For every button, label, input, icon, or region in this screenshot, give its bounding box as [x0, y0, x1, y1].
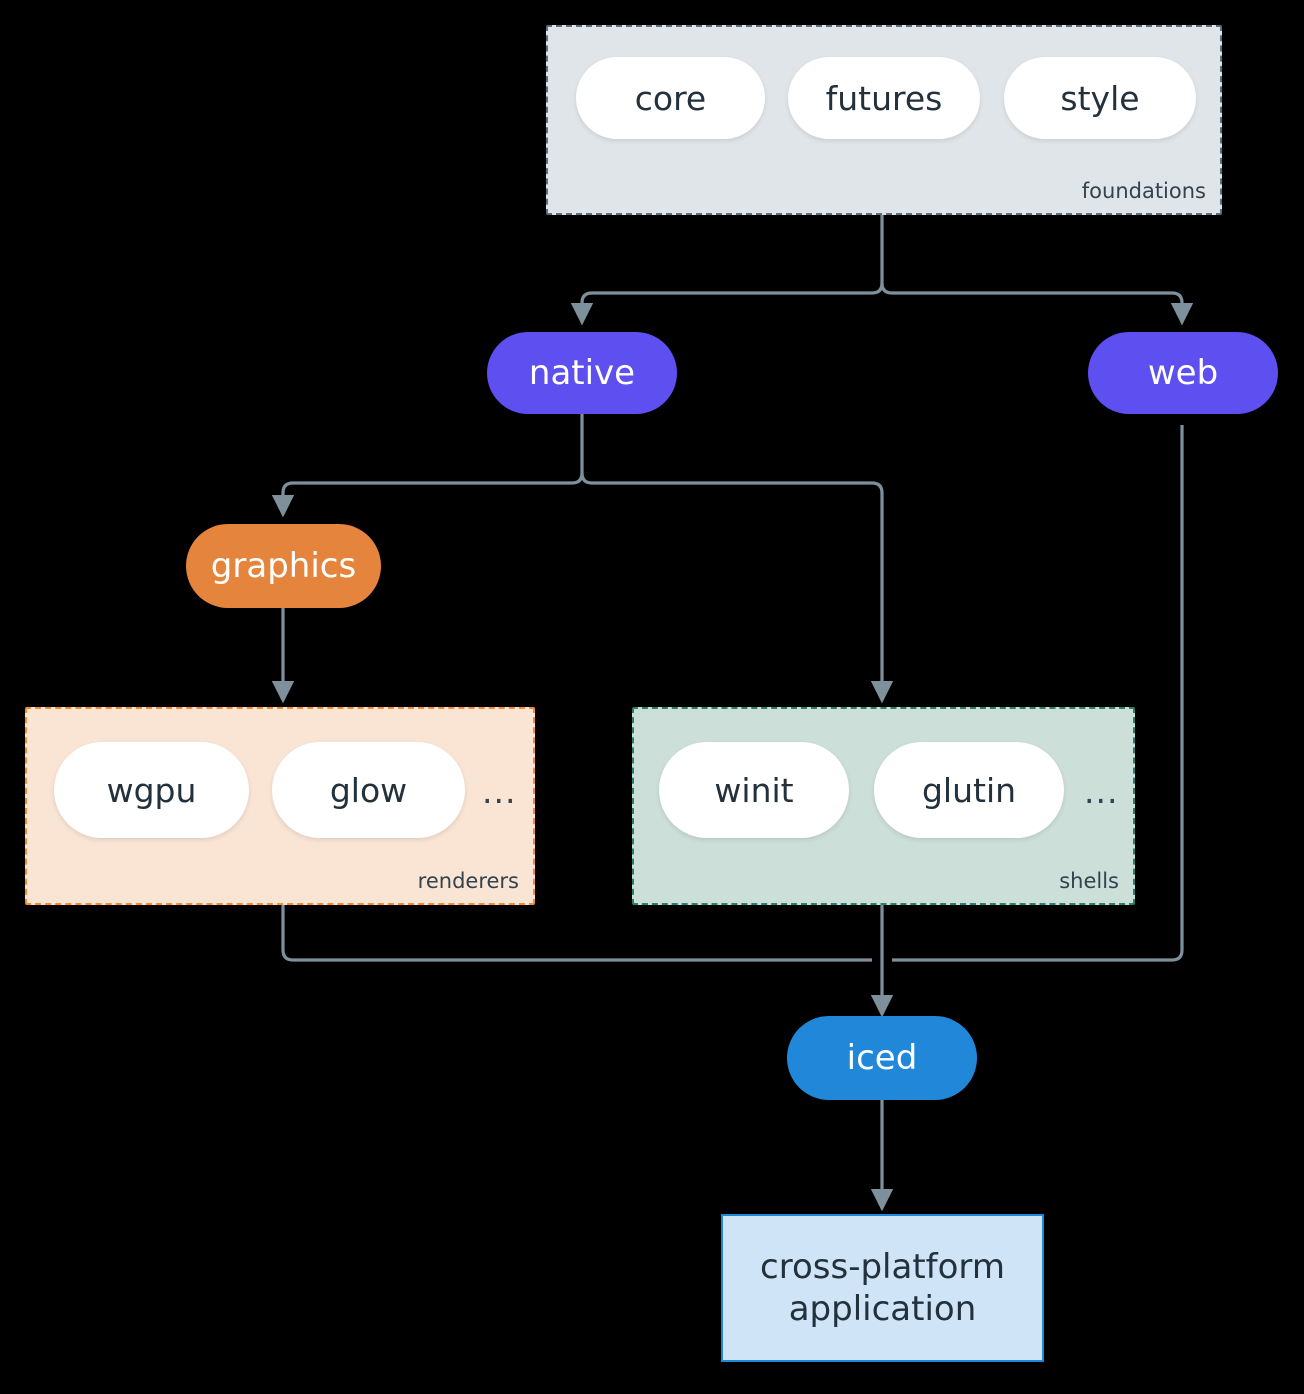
group-label-foundations: foundations	[1081, 179, 1206, 203]
chip-label: glow	[329, 770, 408, 810]
chip-core[interactable]: core	[576, 57, 765, 139]
application-label-line1: cross-platform	[760, 1246, 1005, 1287]
node-web[interactable]: web	[1088, 332, 1278, 414]
group-label-shells: shells	[1059, 869, 1119, 893]
chip-label: winit	[714, 770, 794, 810]
chip-label: core	[634, 78, 707, 118]
chip-wgpu[interactable]: wgpu	[54, 742, 249, 838]
chip-style[interactable]: style	[1004, 57, 1196, 139]
chip-futures[interactable]: futures	[788, 57, 980, 139]
group-renderers: wgpu glow ... renderers	[25, 707, 535, 905]
chip-glutin[interactable]: glutin	[874, 742, 1064, 838]
edge-native-graphics	[271, 414, 584, 518]
node-label: web	[1147, 353, 1219, 393]
node-native[interactable]: native	[487, 332, 677, 414]
edge-foundations-split	[570, 215, 884, 326]
application-label-line2: application	[788, 1289, 977, 1329]
chip-glow[interactable]: glow	[272, 742, 465, 838]
shells-ellipsis: ...	[1084, 772, 1119, 811]
node-graphics[interactable]: graphics	[186, 524, 381, 608]
node-label: graphics	[210, 546, 357, 586]
chip-winit[interactable]: winit	[659, 742, 849, 838]
group-label-renderers: renderers	[417, 869, 519, 893]
renderers-ellipsis: ...	[482, 772, 517, 811]
edge-native-shells	[580, 472, 894, 704]
chip-label: style	[1060, 78, 1140, 118]
chip-label: futures	[825, 78, 943, 118]
edge-foundations-web	[880, 282, 1194, 326]
group-foundations: core futures style foundations	[546, 25, 1222, 215]
group-shells: winit glutin ... shells	[632, 707, 1135, 905]
node-label: iced	[846, 1038, 918, 1078]
node-iced[interactable]: iced	[787, 1016, 977, 1100]
chip-label: glutin	[921, 770, 1017, 810]
edge-renderers-iced	[281, 905, 872, 962]
chip-label: wgpu	[106, 770, 197, 810]
node-label: native	[528, 353, 636, 393]
node-application[interactable]: cross-platform application	[721, 1214, 1044, 1362]
